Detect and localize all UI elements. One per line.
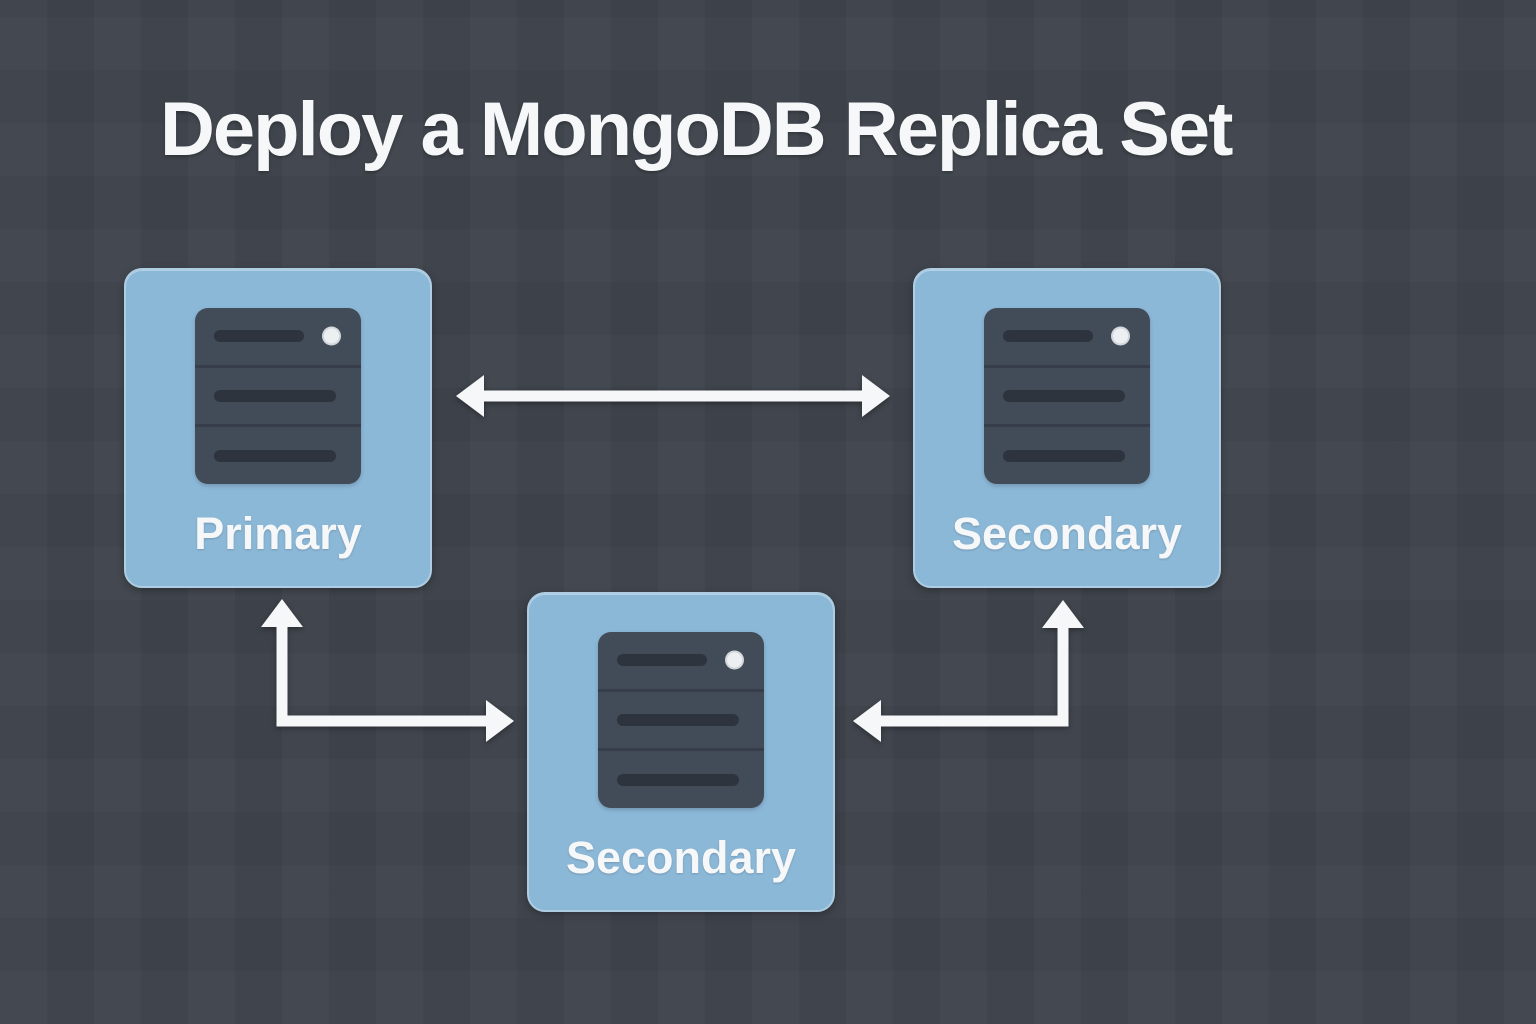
node-secondary-right: Secondary [913,268,1221,588]
server-slot [598,688,764,749]
node-primary: Primary [124,268,432,588]
server-icon [598,632,764,808]
node-secondary-bottom: Secondary [527,592,835,912]
server-bar [1003,449,1125,462]
server-bar [617,654,707,667]
arrow-secondary-bottom-to-secondary-right-icon [853,600,1084,742]
node-label: Secondary [565,832,797,883]
server-slot [598,748,764,808]
server-slot [195,364,361,425]
arrow-secondary-bottom-to-primary-icon [261,599,514,742]
server-slot [598,632,764,689]
server-led-icon [322,326,341,346]
server-bar [617,773,739,786]
node-label: Primary [194,508,362,559]
server-slot [195,424,361,484]
server-slot [984,424,1150,484]
server-bar [214,449,336,462]
server-bar [1003,330,1093,343]
diagram-title: Deploy a MongoDB Replica Set [160,87,1233,172]
server-bar [1003,390,1125,402]
server-slot [195,308,361,365]
server-bar [214,330,304,343]
server-led-icon [1111,326,1130,346]
server-bar [617,714,739,726]
arrow-primary-secondary-bidirectional-icon [456,375,890,417]
server-icon [195,308,361,484]
server-slot [984,308,1150,365]
server-bar [214,390,336,402]
server-icon [984,308,1150,484]
server-slot [984,364,1150,425]
node-label: Secondary [951,508,1183,559]
server-led-icon [725,650,744,670]
